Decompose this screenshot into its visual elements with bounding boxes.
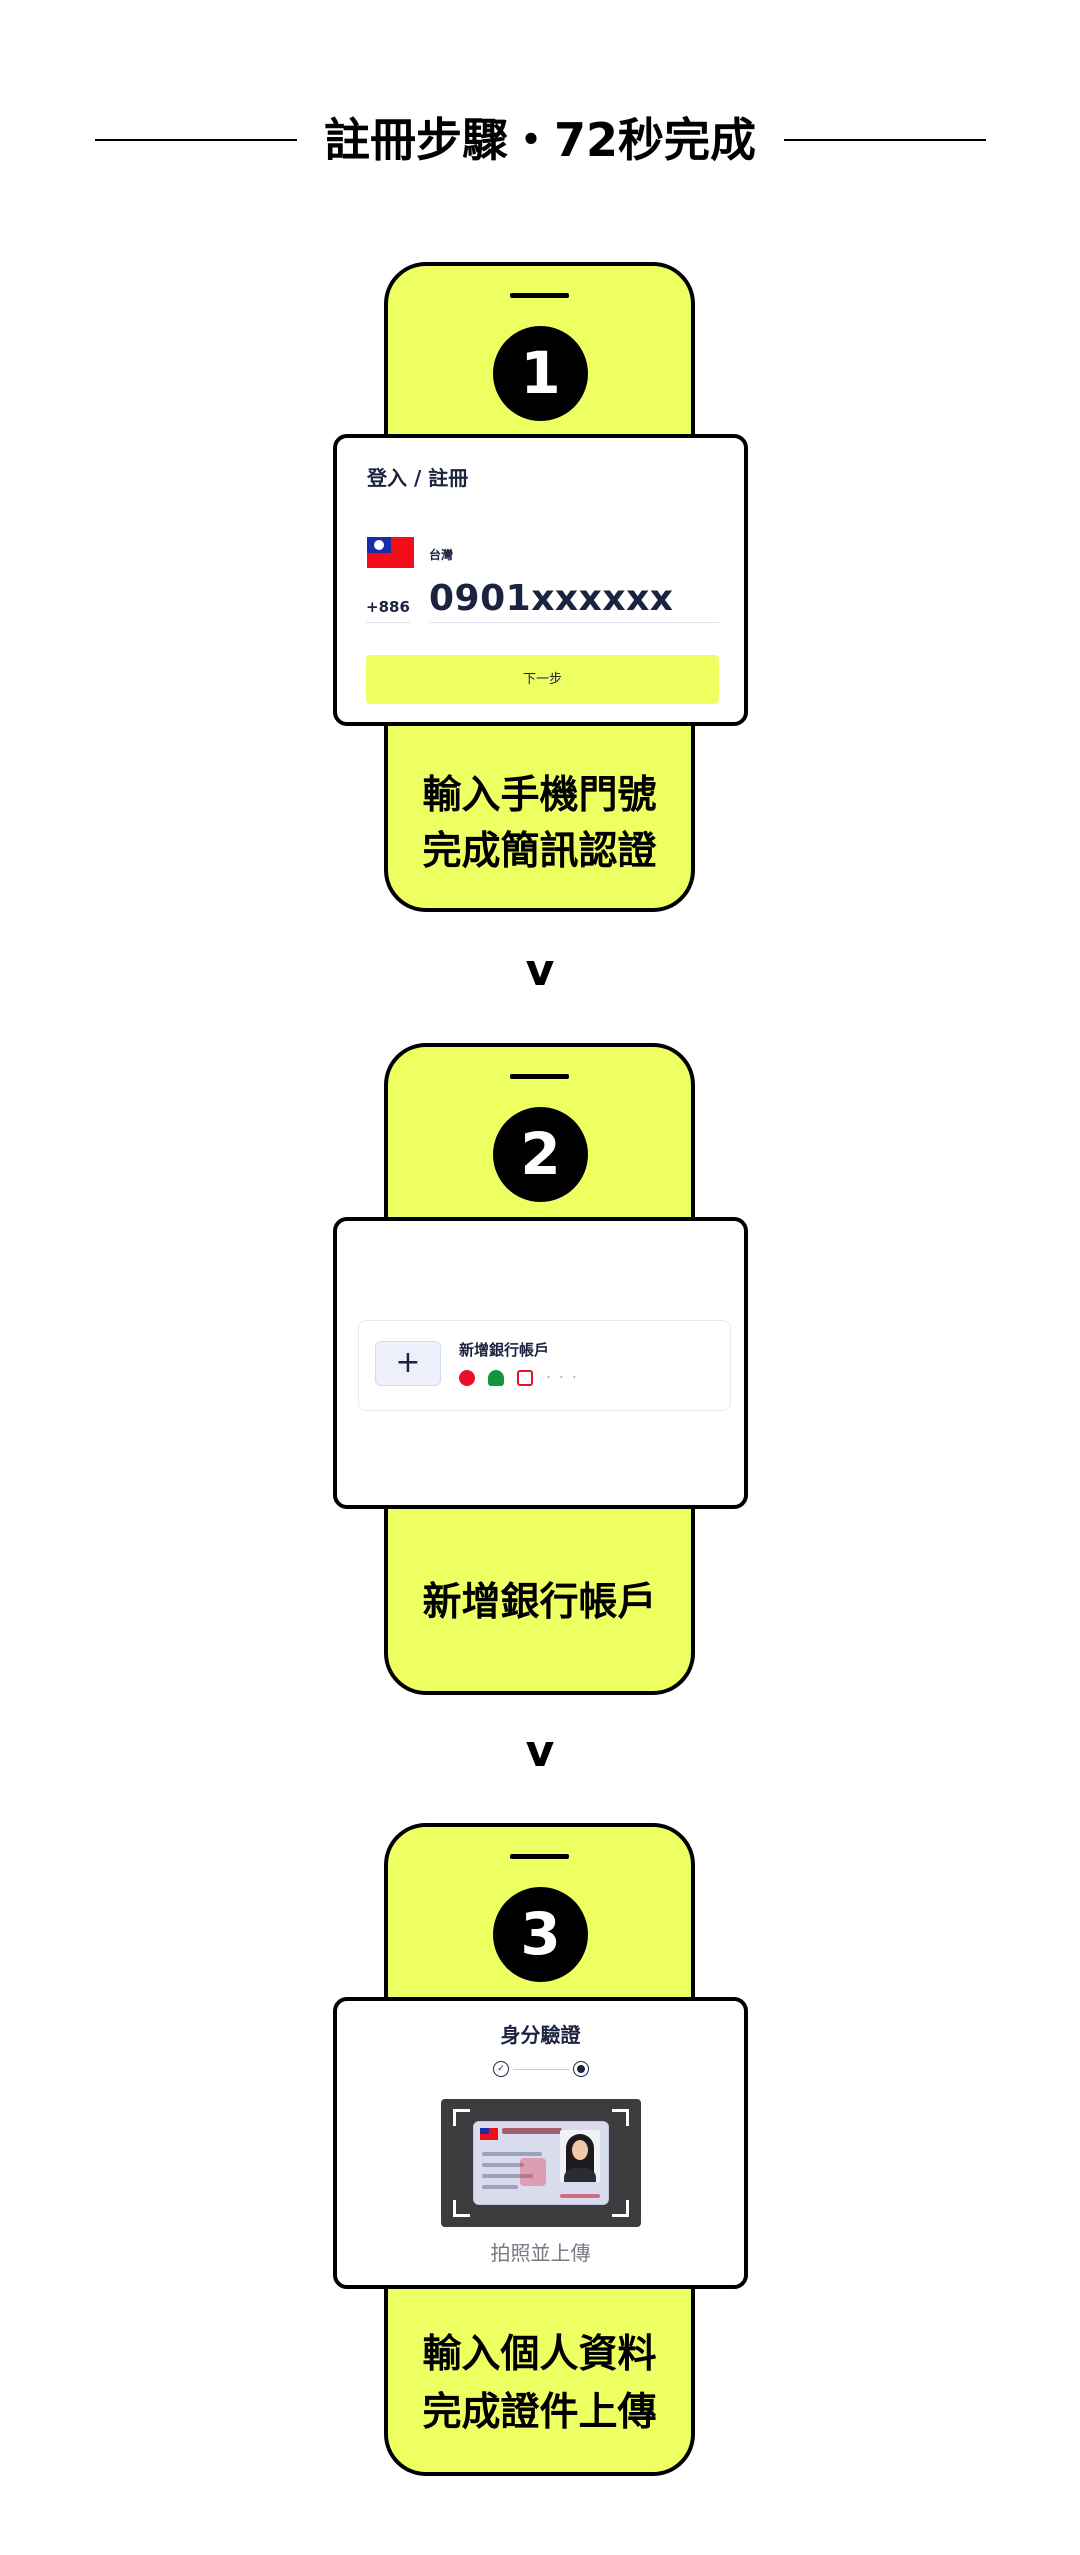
step-2-caption-line1: 新增銀行帳戶 bbox=[422, 1580, 657, 1625]
step-connector-2: v bbox=[525, 1726, 555, 1777]
next-button[interactable]: 下一步 bbox=[366, 655, 719, 704]
step-3-caption-line2: 完成證件上傳 bbox=[422, 2390, 657, 2435]
phone-number-input[interactable]: 0901xxxxxx bbox=[429, 578, 674, 619]
id-text-lines bbox=[482, 2152, 542, 2196]
login-card: 登入 / 註冊 台灣 +886 0901xxxxxx 下一步 bbox=[333, 434, 748, 726]
scan-corner-icon bbox=[453, 2109, 470, 2126]
more-banks-ellipsis: · · · bbox=[546, 1369, 579, 1386]
flag-canton bbox=[367, 537, 391, 553]
id-line bbox=[482, 2185, 518, 2189]
scan-corner-icon bbox=[453, 2200, 470, 2217]
dial-code-underline bbox=[366, 622, 410, 623]
add-bank-account-row[interactable]: + 新增銀行帳戶 · · · bbox=[358, 1320, 731, 1411]
dial-code[interactable]: +886 bbox=[366, 598, 410, 616]
id-line bbox=[482, 2163, 524, 2167]
phone-speaker bbox=[510, 1854, 569, 1859]
id-portrait bbox=[560, 2130, 600, 2182]
scan-corner-icon bbox=[612, 2109, 629, 2126]
id-number bbox=[560, 2194, 600, 2198]
id-scanner-frame[interactable] bbox=[441, 2099, 641, 2227]
id-flag-icon bbox=[480, 2128, 498, 2140]
step-3-caption-line1: 輸入個人資料 bbox=[422, 2332, 657, 2377]
current-step-dot-icon bbox=[573, 2061, 589, 2077]
id-card-image bbox=[473, 2121, 609, 2205]
country-label: 台灣 bbox=[429, 548, 454, 562]
taiwan-flag-icon[interactable] bbox=[367, 537, 414, 568]
flag-sun bbox=[374, 540, 384, 550]
phone-speaker bbox=[510, 293, 569, 298]
step-1-caption-line2: 完成簡訊認證 bbox=[422, 829, 657, 874]
check-circle-icon: ✓ bbox=[493, 2061, 509, 2077]
bank-logo-tree-icon bbox=[488, 1369, 505, 1386]
id-line bbox=[482, 2174, 533, 2178]
id-line bbox=[482, 2152, 542, 2156]
bank-logo-square-icon bbox=[517, 1369, 534, 1386]
step-1-number: 1 bbox=[493, 326, 588, 421]
add-bank-label: 新增銀行帳戶 bbox=[459, 1341, 550, 1359]
id-verification-card: 身分驗證 ✓ 拍照並上傳 bbox=[333, 1997, 748, 2289]
id-stamp bbox=[520, 2158, 546, 2186]
phone-speaker bbox=[510, 1074, 569, 1079]
login-title: 登入 / 註冊 bbox=[367, 466, 469, 490]
step-3-number: 3 bbox=[493, 1887, 588, 1982]
phone-number-underline bbox=[429, 622, 719, 623]
id-verification-title: 身分驗證 bbox=[500, 2023, 581, 2047]
scan-corner-icon bbox=[612, 2200, 629, 2217]
id-header bbox=[502, 2128, 562, 2134]
bank-logos: · · · bbox=[459, 1367, 579, 1387]
step-2-number: 2 bbox=[493, 1107, 588, 1202]
portrait-face bbox=[572, 2140, 588, 2160]
progress-line bbox=[513, 2069, 569, 2070]
bank-card: + 新增銀行帳戶 · · · bbox=[333, 1217, 748, 1509]
step-connector-1: v bbox=[525, 945, 555, 996]
bank-logo-red-icon bbox=[459, 1369, 475, 1386]
add-bank-button[interactable]: + bbox=[375, 1341, 441, 1386]
heading-rule-right bbox=[784, 139, 986, 141]
page-title: 註冊步驟・72秒完成 bbox=[323, 113, 756, 167]
portrait-body bbox=[564, 2168, 596, 2182]
heading-rule-left bbox=[95, 139, 297, 141]
step-1-caption-line1: 輸入手機門號 bbox=[422, 773, 657, 818]
progress-steps: ✓ bbox=[493, 2061, 591, 2077]
upload-photo-caption: 拍照並上傳 bbox=[490, 2241, 591, 2265]
